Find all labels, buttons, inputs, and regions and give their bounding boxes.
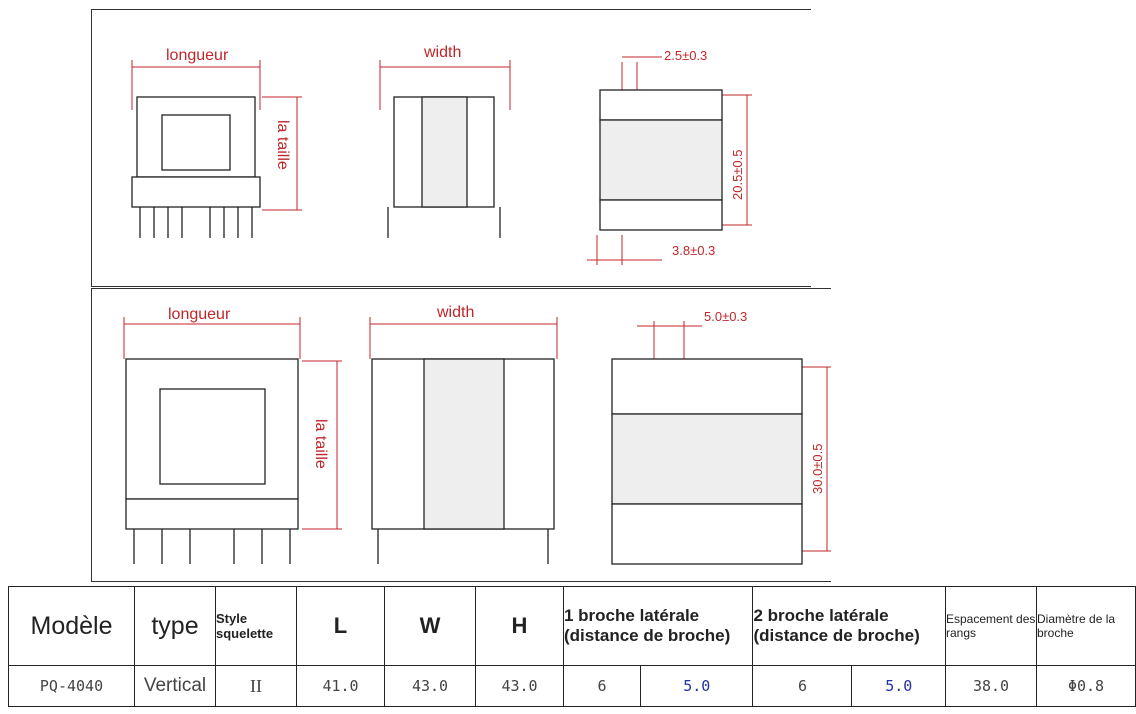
cell-side2-pitch: 5.0 [851,665,946,707]
header-type: type [134,586,216,666]
header-l: L [296,586,385,666]
spec-table: Modèle type Style squelette L W H 1 broc… [8,586,1136,707]
cell-side1-pitch: 5.0 [639,665,754,707]
cell-row-spacing: 38.0 [945,665,1037,707]
header-pin-diameter: Diamètre de la broche [1036,586,1136,666]
bottom-pin-pitch: 5.0±0.3 [704,309,747,324]
header-w: W [384,586,476,666]
cell-l: 41.0 [296,665,385,707]
header-h: H [475,586,564,666]
top-drawing-panel: longueur width la taille 2.5±0.3 20.5±0.… [91,9,811,287]
cell-h: 43.0 [475,665,564,707]
cell-style: II [215,665,297,707]
table-row: PQ-4040 Vertical II 41.0 43.0 43.0 6 5.0… [8,665,1136,707]
cell-model: PQ-4040 [8,665,135,707]
header-model: Modèle [8,586,135,666]
header-style: Style squelette [215,586,297,666]
top-width-label: width [423,44,461,61]
top-body-height: 20.5±0.5 [730,149,745,200]
bottom-width-label: width [436,304,474,321]
top-pin-pitch: 2.5±0.3 [664,48,707,63]
cell-side1-count: 6 [563,665,641,707]
bottom-body-height: 30.0±0.5 [810,443,825,494]
top-length-label: longueur [166,47,229,64]
cell-type: Vertical [134,665,216,707]
header-side1: 1 broche latérale (distance de broche) [562,586,754,666]
header-side2: 2 broche latérale (distance de broche) [752,586,946,666]
bottom-drawing: longueur width la taille 5.0±0.3 30.0±0.… [123,304,832,565]
top-drawing: longueur width la taille 2.5±0.3 20.5±0.… [131,44,752,265]
cell-w: 43.0 [384,665,476,707]
bottom-height-label: la taille [312,419,329,469]
cell-pin-diameter: Φ0.8 [1036,665,1136,707]
top-height-label: la taille [274,120,291,170]
bottom-length-label: longueur [168,306,231,323]
table-header-row: Modèle type Style squelette L W H 1 broc… [8,586,1136,666]
top-row-offset: 3.8±0.3 [672,243,715,258]
header-row-spacing: Espacement des rangs [945,586,1037,666]
bottom-drawing-panel: longueur width la taille 5.0±0.3 30.0±0.… [91,288,832,582]
cell-side2-count: 6 [752,665,853,707]
